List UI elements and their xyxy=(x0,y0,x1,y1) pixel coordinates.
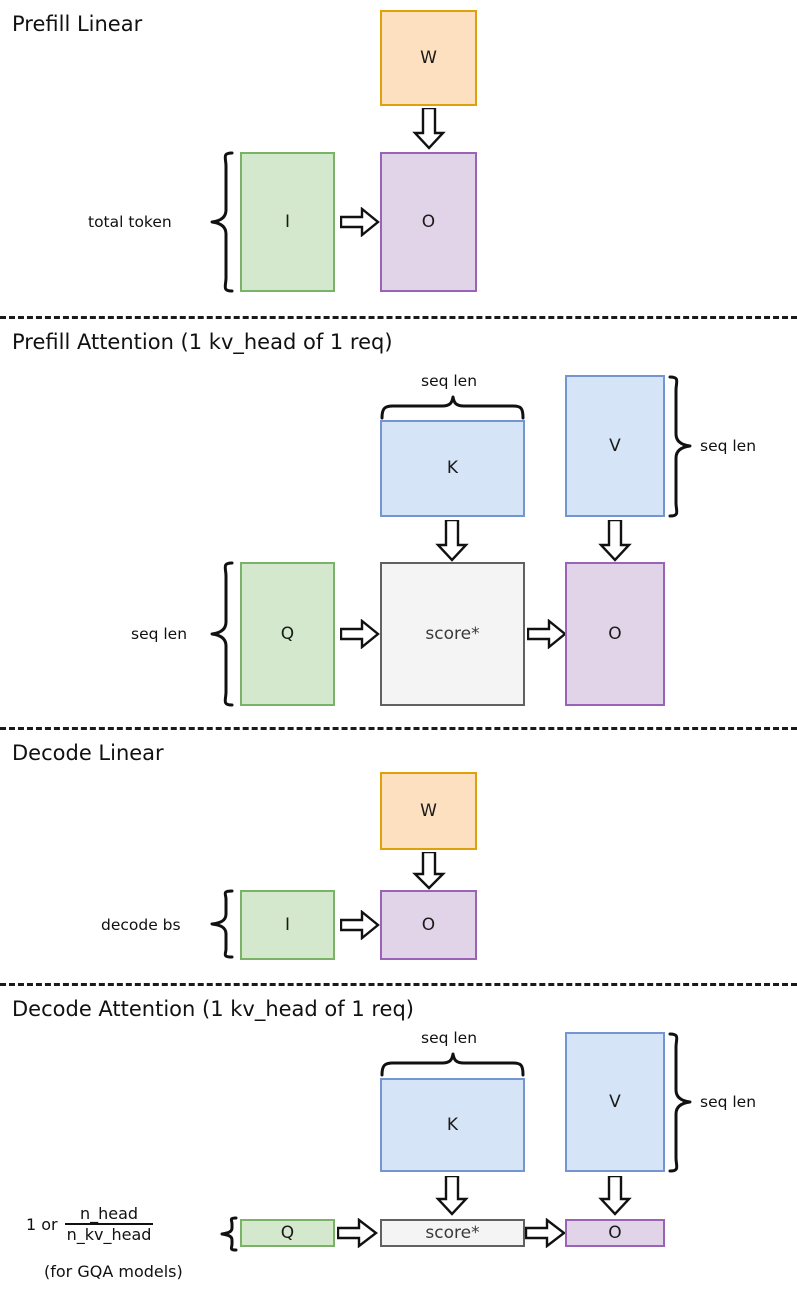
label-seq-len-right-v-decode: seq len xyxy=(700,1093,757,1111)
label-seq-len-left-q: seq len xyxy=(131,625,188,643)
box-prefill-attention-v: V xyxy=(565,375,665,517)
label-gqa-denominator: n_kv_head xyxy=(64,1223,154,1244)
label-seq-len-right-v: seq len xyxy=(700,437,757,455)
box-prefill-linear-o: O xyxy=(380,152,477,292)
brace-right-v-decode xyxy=(668,1032,692,1173)
label-gqa-numerator: n_head xyxy=(80,1204,139,1223)
brace-right-v xyxy=(668,375,692,518)
box-prefill-attention-q: Q xyxy=(240,562,335,706)
box-label: Q xyxy=(280,623,295,644)
box-decode-attention-k: K xyxy=(380,1078,525,1172)
label-seq-len-top-k: seq len xyxy=(421,372,478,390)
label-seq-len-top-k-decode: seq len xyxy=(421,1029,478,1047)
label-gqa-ratio: 1 or n_head n_kv_head xyxy=(26,1204,154,1244)
box-decode-attention-o: O xyxy=(565,1219,665,1247)
arrow-right-i-to-o xyxy=(340,207,380,237)
arrow-right-score-to-o-decode xyxy=(525,1218,566,1248)
arrow-down-k-to-score-decode xyxy=(435,1176,469,1216)
box-label: W xyxy=(420,47,437,68)
brace-top-k-decode xyxy=(380,1052,525,1077)
box-label: I xyxy=(284,211,290,232)
box-label: O xyxy=(421,211,436,232)
box-label: K xyxy=(446,1114,459,1135)
box-decode-attention-v: V xyxy=(565,1032,665,1172)
box-label: K xyxy=(446,458,459,478)
arrow-down-w-to-o-decode xyxy=(412,852,446,890)
box-label: O xyxy=(608,623,622,644)
box-decode-linear-w: W xyxy=(380,772,477,850)
section-separator-1 xyxy=(0,316,797,319)
box-prefill-linear-w: W xyxy=(380,10,477,106)
section-separator-2 xyxy=(0,727,797,730)
section-title-prefill-attention: Prefill Attention (1 kv_head of 1 req) xyxy=(12,330,393,354)
section-title-prefill-linear: Prefill Linear xyxy=(12,12,143,36)
label-total-token: total token xyxy=(88,213,172,231)
box-label: O xyxy=(608,1222,622,1243)
arrow-down-w-to-o xyxy=(412,108,446,150)
box-prefill-attention-score: score* xyxy=(380,562,525,706)
arrow-down-v-to-o xyxy=(598,520,632,562)
box-decode-attention-q: Q xyxy=(240,1219,335,1247)
section-separator-3 xyxy=(0,983,797,986)
box-label: score* xyxy=(425,623,480,644)
arrow-down-v-to-o-decode xyxy=(598,1176,632,1216)
brace-left-q xyxy=(210,561,234,707)
brace-total-token xyxy=(210,151,234,293)
brace-left-q-decode xyxy=(220,1216,238,1252)
box-label: Q xyxy=(280,1222,295,1243)
arrow-right-q-to-score-decode xyxy=(337,1218,378,1248)
box-decode-linear-i: I xyxy=(240,890,335,960)
label-gqa-prefix: 1 or xyxy=(26,1214,58,1234)
box-label: score* xyxy=(425,1222,480,1243)
box-label: V xyxy=(609,1091,621,1112)
brace-top-k xyxy=(380,395,525,420)
label-decode-bs: decode bs xyxy=(101,916,181,934)
label-gqa-note: (for GQA models) xyxy=(44,1262,183,1281)
section-title-decode-attention: Decode Attention (1 kv_head of 1 req) xyxy=(12,997,414,1021)
box-prefill-linear-i: I xyxy=(240,152,335,292)
box-label: O xyxy=(421,914,436,935)
box-label: V xyxy=(609,435,621,456)
arrow-right-score-to-o xyxy=(527,619,567,649)
box-decode-linear-o: O xyxy=(380,890,477,960)
box-label: I xyxy=(284,914,290,935)
box-prefill-attention-k: K xyxy=(380,420,525,517)
box-decode-attention-score: score* xyxy=(380,1219,525,1247)
section-title-decode-linear: Decode Linear xyxy=(12,741,164,765)
box-prefill-attention-o: O xyxy=(565,562,665,706)
arrow-down-k-to-score xyxy=(435,520,469,562)
box-label: W xyxy=(420,800,437,821)
brace-decode-bs xyxy=(210,889,234,959)
arrow-right-i-to-o-decode xyxy=(340,910,380,940)
arrow-right-q-to-score xyxy=(340,619,380,649)
